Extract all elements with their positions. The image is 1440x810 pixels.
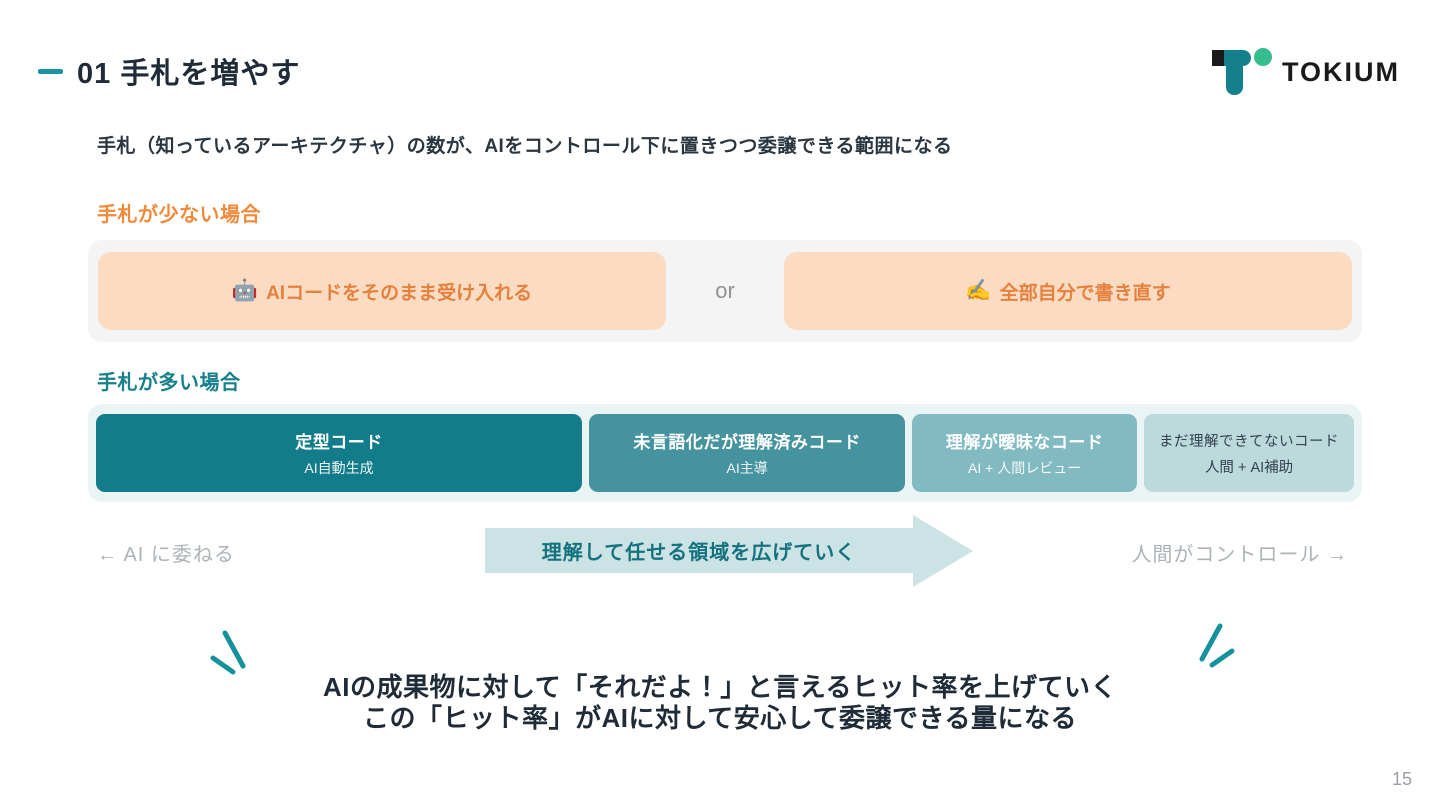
option-rewrite-yourself-label: 全部自分で書き直す <box>999 282 1171 304</box>
panel-few-cards: 🤖 AIコードをそのまま受け入れる or ✍️ 全部自分で書き直す <box>88 240 1362 342</box>
code-card-title: 未言語化だが理解済みコード <box>633 433 861 452</box>
code-card-subtitle: AI自動生成 <box>304 460 374 476</box>
heading-many-cards: 手札が多い場合 <box>97 372 241 394</box>
code-card-subtitle: AI + 人間レビュー <box>968 460 1082 476</box>
axis-label-delegate-to-ai: ← AI に委ねる <box>97 544 235 566</box>
code-card-title: 理解が曖昧なコード <box>945 433 1104 452</box>
arrow-body: 理解して任せる領域を広げていく <box>485 528 913 573</box>
key-message-line1: AIの成果物に対して「それだよ！」と言えるヒット率を上げていく <box>323 672 1117 702</box>
emphasis-slashes-left <box>210 630 246 675</box>
code-card-vague: 理解が曖昧なコード AI + 人間レビュー <box>912 414 1138 492</box>
key-message: AIの成果物に対して「それだよ！」と言えるヒット率を上げていく この「ヒット率」… <box>0 672 1440 733</box>
emphasis-slashes-right <box>1199 623 1235 668</box>
code-card-title: まだ理解できてないコード <box>1159 433 1340 450</box>
tokium-logo: TOKIUM <box>1212 48 1400 96</box>
code-card-understood: 未言語化だが理解済みコード AI主導 <box>589 414 906 492</box>
writing-hand-icon: ✍️ <box>965 279 992 302</box>
code-card-subtitle: 人間 + AI補助 <box>1204 459 1294 476</box>
code-card-subtitle: AI主導 <box>726 460 768 476</box>
tokium-logo-icon <box>1212 48 1272 96</box>
robot-icon: 🤖 <box>231 279 259 302</box>
code-card-not-yet-understood: まだ理解できてないコード 人間 + AI補助 <box>1144 414 1355 492</box>
arrow-label: 理解して任せる領域を広げていく <box>541 542 857 564</box>
title-dash-decoration <box>38 68 63 74</box>
option-accept-ai-code-label: AIコードをそのまま受け入れる <box>266 282 533 304</box>
heading-few-cards: 手札が少ない場合 <box>97 204 261 226</box>
code-card-routine: 定型コード AI自動生成 <box>96 414 583 492</box>
key-message-line2: この「ヒット率」がAIに対して安心して委譲できる量になる <box>363 702 1077 733</box>
tokium-logo-text: TOKIUM <box>1282 56 1400 87</box>
option-rewrite-yourself: ✍️ 全部自分で書き直す <box>784 252 1352 330</box>
arrow-head <box>913 515 973 587</box>
page-title: 01 手札を増やす <box>77 58 301 90</box>
panel-many-cards: 定型コード AI自動生成 未言語化だが理解済みコード AI主導 理解が曖昧なコー… <box>88 404 1362 502</box>
header: 01 手札を増やす <box>38 50 300 92</box>
lead-sentence: 手札（知っているアーキテクチャ）の数が、AIをコントロール下に置きつつ委譲できる… <box>97 136 953 157</box>
page-number: 15 <box>1391 769 1412 789</box>
or-label: or <box>715 278 735 303</box>
code-card-title: 定型コード <box>295 433 383 452</box>
axis-label-human-control: 人間がコントロール → <box>1131 544 1348 566</box>
grow-area-arrow: 理解して任せる領域を広げていく <box>485 515 973 587</box>
option-accept-ai-code: 🤖 AIコードをそのまま受け入れる <box>98 252 666 330</box>
